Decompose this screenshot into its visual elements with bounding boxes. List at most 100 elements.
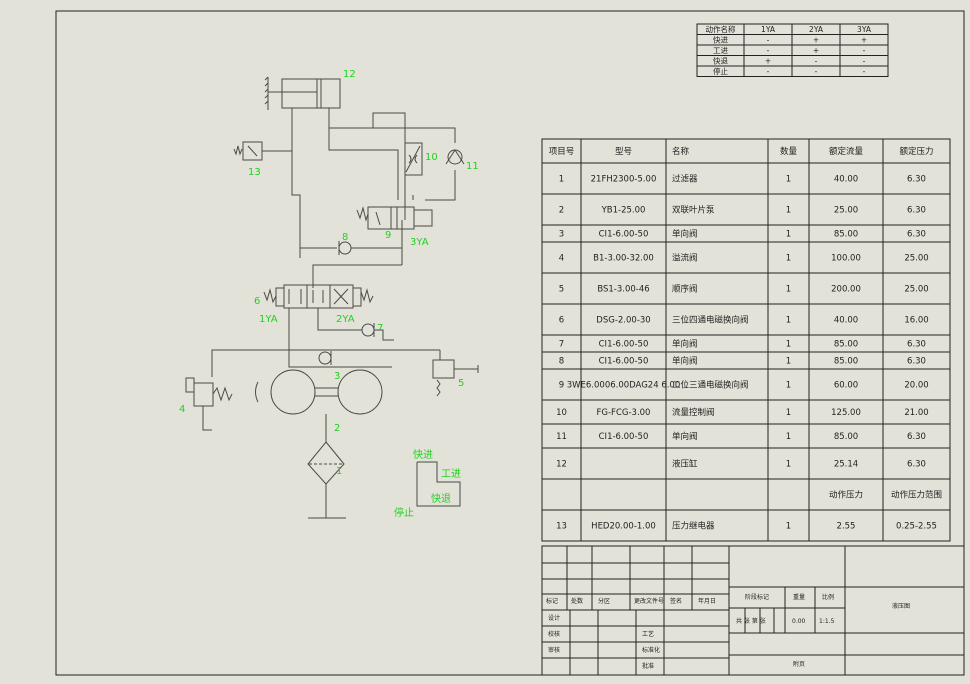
tb-zone: 分区 — [598, 597, 610, 605]
label-6: 6 — [254, 296, 260, 307]
parts-table-cell: 6.30 — [907, 460, 926, 470]
parts-table-cell: 25.14 — [834, 460, 858, 470]
parts-table-cell: 125.00 — [831, 408, 861, 418]
parts-table-cell: YB1-25.00 — [601, 206, 646, 216]
action-table-cell: - — [815, 57, 818, 66]
parts-table-cell: 1 — [786, 230, 791, 240]
parts-table-cell: 1 — [786, 432, 791, 442]
parts-table-header: 名称 — [672, 146, 690, 157]
parts-table-cell: 6.30 — [907, 340, 926, 350]
tb-scale-label: 比例 — [822, 593, 834, 601]
parts-table-cell: 1 — [786, 460, 791, 470]
parts-table-cell: 25.00 — [834, 206, 858, 216]
tb-scale-value: 1:1.5 — [819, 618, 835, 625]
parts-table-cell: 1 — [786, 316, 791, 326]
parts-table-cell: 25.00 — [904, 254, 928, 264]
action-table-cell: - — [767, 36, 770, 45]
parts-table-cell: 9 — [559, 381, 564, 391]
parts-table-cell: 7 — [559, 340, 564, 350]
solenoid-valve-9 — [356, 206, 433, 265]
parts-table-cell: 5 — [559, 285, 564, 295]
label-4: 4 — [179, 404, 185, 415]
sequence-valve-5 — [432, 359, 479, 397]
parts-table-cell: 单向阀 — [672, 339, 698, 350]
parts-table-cell: 单向阀 — [672, 431, 698, 442]
parts-table-cell: 过滤器 — [672, 174, 698, 185]
action-table-header: 2YA — [809, 25, 824, 34]
tb-weight-label: 重量 — [793, 593, 805, 601]
tb-review: 审核 — [548, 646, 560, 654]
parts-table-cell: 0.25-2.55 — [896, 522, 937, 532]
action-table-cell: - — [863, 57, 866, 66]
parts-table-cell: 100.00 — [831, 254, 861, 264]
label-12: 12 — [343, 69, 356, 80]
parts-table-cell: 6 — [559, 316, 564, 326]
parts-table-cell: CI1-6.00-50 — [599, 340, 649, 350]
hydraulic-circuit — [185, 76, 479, 519]
cycle-fast-return: 快退 — [431, 493, 451, 505]
label-3: 3 — [334, 371, 340, 382]
parts-table-cell: 12 — [556, 460, 567, 470]
parts-table-cell: 21FH2300-5.00 — [591, 175, 657, 185]
parts-table-cell: 1 — [786, 254, 791, 264]
tb-sheet-info: 共 张 第 张 — [736, 617, 766, 625]
parts-table-cell: 三位四通电磁换向阀 — [672, 315, 749, 326]
parts-table-cell: 200.00 — [831, 285, 861, 295]
action-table-cell: + — [861, 36, 867, 45]
tb-approve: 批准 — [642, 662, 654, 670]
title-block: 标记 处数 分区 更改文件号 签名 年月日 设计 校核 审核 工艺 标准化 批准… — [541, 545, 965, 676]
parts-table-cell: FG-FCG-3.00 — [597, 408, 651, 418]
parts-table-cell: 3 — [559, 230, 564, 240]
parts-table-cell: DSG-2.00-30 — [596, 316, 650, 326]
parts-table-cell: 40.00 — [834, 175, 858, 185]
tb-date: 年月日 — [698, 597, 716, 605]
parts-table-cell: 3WE6.0006.00DAG24 6.00 — [567, 381, 681, 391]
action-table-cell: - — [863, 46, 866, 55]
cycle-diagram — [416, 461, 461, 507]
action-table-cell: 快进 — [713, 35, 728, 45]
parts-table-cell: 压力继电器 — [672, 521, 715, 532]
parts-table-cell: 1 — [786, 381, 791, 391]
flow-control-valve-10 — [404, 142, 423, 176]
parts-table-cell: 60.00 — [834, 381, 858, 391]
label-5: 5 — [458, 378, 464, 389]
parts-table-cell: 6.30 — [907, 175, 926, 185]
parts-table-cell: 动作压力 — [829, 490, 863, 501]
parts-table-cell: 85.00 — [834, 230, 858, 240]
parts-table-cell: 21.00 — [904, 408, 928, 418]
filter-1 — [307, 441, 346, 519]
tb-check: 校核 — [548, 630, 560, 638]
parts-table-cell: 20.00 — [904, 381, 928, 391]
parts-table-cell: 13 — [556, 522, 567, 532]
component-labels: 1 2 3 4 5 6 7 8 9 10 11 12 13 1YA 2YA 3Y… — [179, 69, 479, 519]
label-9: 9 — [385, 230, 391, 241]
double-pump-2 — [255, 369, 383, 442]
parts-table-cell: 6.30 — [907, 432, 926, 442]
label-13: 13 — [248, 167, 261, 178]
parts-table-cell: 1 — [786, 357, 791, 367]
tb-mark: 标记 — [546, 597, 558, 605]
parts-table-header: 额定压力 — [899, 146, 933, 157]
cycle-stop: 停止 — [394, 506, 414, 519]
tb-count: 处数 — [571, 597, 583, 605]
parts-table-cell: 1 — [786, 522, 791, 532]
action-table-cell: - — [767, 46, 770, 55]
action-table-cell: + — [813, 46, 819, 55]
parts-table-cell: 1 — [786, 340, 791, 350]
parts-table-cell: 1 — [786, 175, 791, 185]
parts-table-cell: 11 — [556, 432, 567, 442]
action-table-header: 动作名称 — [706, 24, 736, 34]
label-1ya: 1YA — [259, 314, 278, 325]
parts-table-cell: 流量控制阀 — [672, 407, 715, 418]
parts-table-cell: 10 — [556, 408, 567, 418]
parts-table-cell: 1 — [559, 175, 564, 185]
parts-table-cell: 25.00 — [904, 285, 928, 295]
parts-table-cell: 液压缸 — [672, 459, 698, 470]
parts-table-cell: 6.30 — [907, 206, 926, 216]
label-8: 8 — [342, 232, 348, 243]
tb-drawing-name: 液压图 — [892, 602, 910, 610]
tb-stage-mark: 阶段标记 — [745, 593, 769, 601]
label-7: 7 — [377, 323, 383, 334]
parts-table-header: 型号 — [615, 147, 632, 157]
